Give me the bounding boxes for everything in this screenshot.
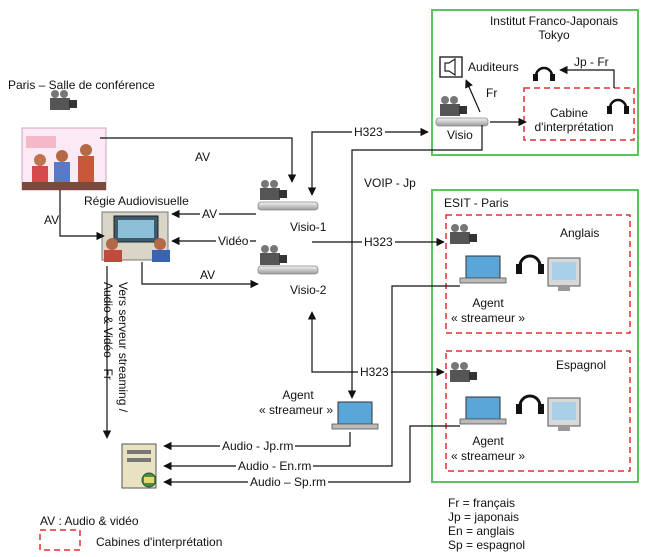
espagnol-booth <box>445 350 631 472</box>
visio1-codec <box>257 201 319 211</box>
h323-espagnol-label: H323 <box>358 365 391 379</box>
lang-sp: Sp = espagnol <box>448 538 526 552</box>
cabine-label-line2: d'interprétation <box>534 120 614 134</box>
visio1-label: Visio-1 <box>290 220 327 234</box>
tokyo-booth <box>523 87 635 141</box>
laptop-icon-espagnol <box>459 396 507 425</box>
legend-av: AV : Audio & vidéo <box>40 514 139 528</box>
arrow-voip-jp <box>347 125 483 399</box>
lang-fr: Fr = français <box>448 496 516 510</box>
arrow-audio-sp <box>163 425 460 487</box>
camera-tokyo <box>440 96 467 116</box>
headphones-icon-anglais <box>516 254 544 274</box>
h323-anglais-label: H323 <box>362 235 395 249</box>
paris-room-title: Paris – Salle de conférence <box>8 78 155 92</box>
speaker-icon <box>439 56 463 78</box>
tokyo-visio-label: Visio <box>447 128 473 142</box>
headphones-icon-espagnol <box>516 394 544 414</box>
lang-jp: Jp = japonais <box>448 510 520 524</box>
audio-sp-label: Audio – Sp.rm <box>248 475 329 489</box>
arrow-av-paris-to-visio1 <box>100 137 297 183</box>
video-label: Vidéo <box>216 234 251 248</box>
tokyo-title-line2: Tokyo <box>538 28 570 42</box>
laptop-icon-paris-agent <box>331 401 379 430</box>
streaming-label-line2: Audio & Vidéo - Fr <box>101 282 115 380</box>
streaming-label-line1: Vers serveur streaming / <box>116 282 130 413</box>
streaming-server-icon <box>121 443 157 489</box>
audio-en-label: Audio - En.rm <box>236 459 314 473</box>
esit-title: ESIT - Paris <box>444 196 509 210</box>
h323-tokyo-label: H323 <box>352 125 385 139</box>
regie-title: Régie Audiovisuelle <box>84 194 189 208</box>
arrow-h323-espagnol <box>307 311 445 377</box>
legend-cabines: Cabines d'interprétation <box>96 535 223 549</box>
visio2-label: Visio-2 <box>290 283 327 297</box>
anglais-booth <box>445 214 631 334</box>
tokyo-visio-codec <box>435 117 489 127</box>
paris-agent-line2: « streameur » <box>258 403 334 417</box>
conference-room-illustration <box>21 127 107 191</box>
visio2-codec <box>257 265 319 275</box>
camera-anglais <box>450 224 477 244</box>
paris-agent-line1: Agent <box>282 388 314 402</box>
espagnol-label: Espagnol <box>556 358 607 372</box>
lang-en: En = anglais <box>448 524 515 538</box>
arrow-h323-tokyo <box>307 127 429 196</box>
tokyo-site-box <box>431 9 639 156</box>
cabine-label-line1: Cabine <box>549 106 589 120</box>
arrow-av-regie-to-visio2 <box>141 262 259 289</box>
anglais-agent-line1: Agent <box>472 296 504 310</box>
av-visio2-label: AV <box>200 268 216 282</box>
anglais-agent-line2: « streameur » <box>450 311 526 325</box>
regie-illustration <box>101 211 170 262</box>
laptop-icon-anglais <box>459 255 507 284</box>
camera-visio2 <box>260 245 287 265</box>
camera-espagnol <box>450 362 477 382</box>
tokyo-title-line1: Institut Franco-Japonais <box>489 14 619 28</box>
av-top-label: AV <box>195 150 211 164</box>
av-left-label: AV <box>44 213 60 227</box>
headphones-icon-tokyo-booth <box>607 98 629 114</box>
espagnol-agent-line1: Agent <box>472 434 504 448</box>
arrow-av-paris-to-regie <box>59 190 105 241</box>
monitor-icon-espagnol <box>547 397 581 431</box>
voip-jp-label: VOIP - Jp <box>364 176 416 190</box>
camera-visio1 <box>260 180 287 200</box>
monitor-icon-anglais <box>547 257 581 291</box>
fr-label: Fr <box>486 86 498 100</box>
av-visio1-label: AV <box>200 207 220 221</box>
jp-fr-label: Jp - Fr <box>574 55 609 69</box>
espagnol-agent-line2: « streameur » <box>450 449 526 463</box>
camera-paris <box>50 90 77 110</box>
audio-jp-label: Audio - Jp.rm <box>220 439 296 453</box>
arrow-fr-to-speaker <box>465 79 481 113</box>
legend-booth-swatch <box>39 529 81 551</box>
headphones-icon-auditeurs <box>533 66 555 81</box>
auditeurs-label: Auditeurs <box>468 60 519 74</box>
anglais-label: Anglais <box>560 226 600 240</box>
arrow-jp-fr <box>559 65 615 88</box>
